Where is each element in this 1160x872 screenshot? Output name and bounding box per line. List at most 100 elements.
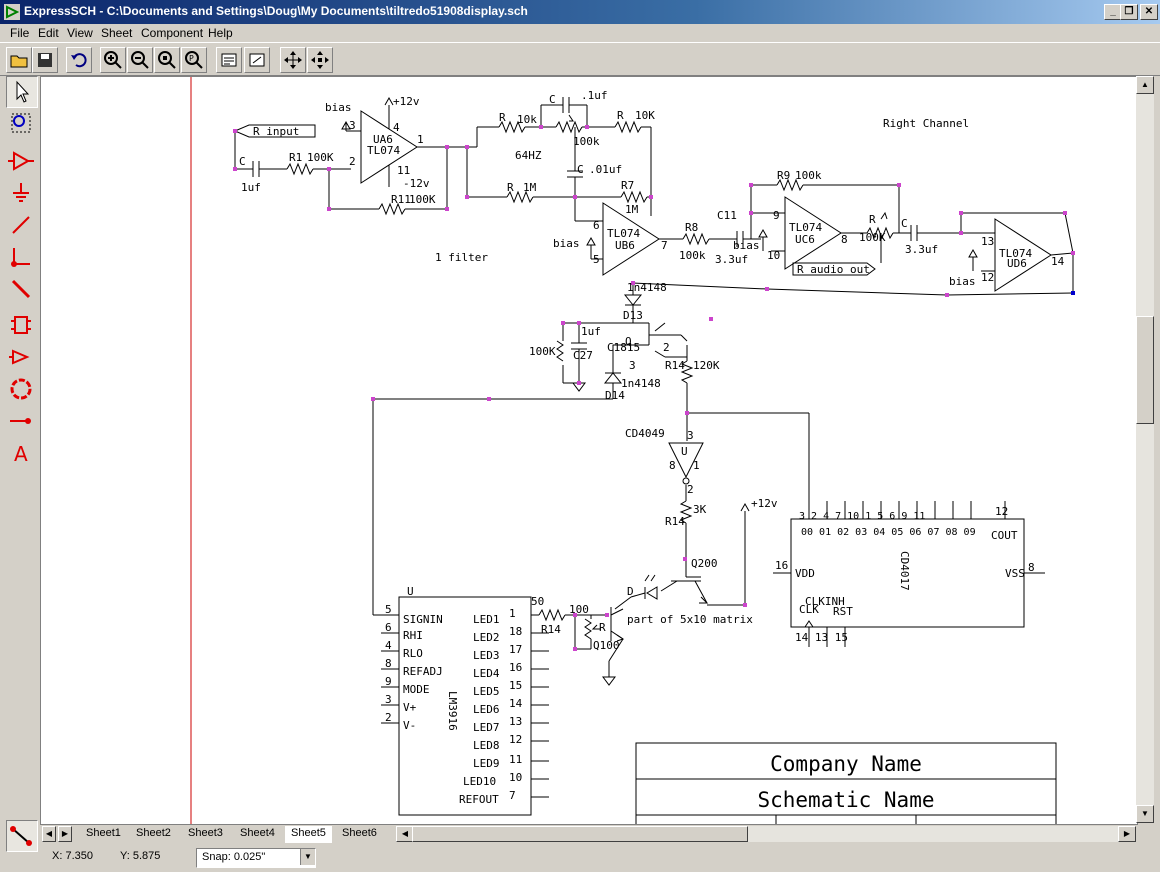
- tab-sheet5[interactable]: Sheet5: [285, 826, 332, 843]
- label-d14-value: 1n4148: [621, 377, 661, 390]
- label-r14-c: R14: [541, 623, 561, 636]
- menu-help[interactable]: Help: [208, 26, 233, 40]
- horizontal-scroll-thumb[interactable]: [412, 826, 748, 842]
- label-64hz: 64HZ: [515, 149, 542, 162]
- undo-button[interactable]: [66, 47, 92, 73]
- label-c3-value: .01uf: [589, 163, 622, 176]
- tool-junction-wire[interactable]: [6, 242, 36, 272]
- label-cd4017-top-pins: 3 2 4 7 10 1 5 6 9 11: [799, 511, 925, 522]
- tab-next-button[interactable]: ▶: [58, 826, 72, 842]
- close-button[interactable]: ✕: [1140, 4, 1158, 20]
- label-r11: R11: [391, 193, 411, 206]
- save-button[interactable]: [32, 47, 58, 73]
- move-button[interactable]: [307, 47, 333, 73]
- zoom-out-button[interactable]: [127, 47, 153, 73]
- zoom-area-icon: [158, 51, 176, 69]
- label-r8-value: 100k: [679, 249, 706, 262]
- label-lm3916: LM3916: [446, 691, 459, 731]
- menu-sheet[interactable]: Sheet: [101, 26, 133, 40]
- label-1-filter: 1 filter: [435, 251, 488, 264]
- schematic-canvas[interactable]: bias R input +12v 3 4 UA6 TL074 1 2 11 -…: [40, 76, 1138, 825]
- label-rpin13: 13: [509, 715, 522, 728]
- scroll-right-button[interactable]: ▶: [1118, 826, 1136, 842]
- chevron-down-icon[interactable]: ▼: [300, 849, 315, 865]
- vertical-scroll-thumb[interactable]: [1136, 316, 1154, 424]
- chip-icon: [11, 316, 31, 334]
- tool-zoom-select[interactable]: [6, 108, 36, 138]
- tool-palette: A: [4, 76, 38, 852]
- label-r-1m-value: 1M: [523, 181, 537, 194]
- label-pin11: 11: [397, 164, 410, 177]
- pin-icon: [10, 418, 31, 424]
- label-led10: LED10: [463, 775, 496, 788]
- label-u-lm: U: [407, 585, 414, 598]
- label-plus12-2: +12v: [751, 497, 778, 510]
- label-tl074: TL074: [367, 144, 400, 157]
- menu-file[interactable]: File: [10, 26, 30, 40]
- open-button[interactable]: [6, 47, 32, 73]
- zoom-area-button[interactable]: [154, 47, 180, 73]
- menu-edit[interactable]: Edit: [38, 26, 59, 40]
- scroll-down-button[interactable]: ▼: [1136, 805, 1154, 823]
- label-pin10: 10: [767, 249, 780, 262]
- label-r9: R9: [777, 169, 790, 182]
- tool-pointer[interactable]: [6, 76, 38, 108]
- menu-component[interactable]: Component: [141, 26, 204, 40]
- schematic-drawing: bias R input +12v 3 4 UA6 TL074 1 2 11 -…: [190, 77, 1075, 824]
- tool-pin[interactable]: [6, 406, 36, 436]
- label-lm-pin8: 8: [385, 657, 392, 670]
- tab-sheet3[interactable]: Sheet3: [188, 827, 223, 839]
- label-pin8-b: 8: [1028, 561, 1035, 574]
- label-pin13: 13: [981, 235, 994, 248]
- label-cd4017: CD4017: [898, 551, 911, 591]
- sheet-properties-button[interactable]: [216, 47, 242, 73]
- label-lm-pin4: 4: [385, 639, 392, 652]
- label-led9: LED9: [473, 757, 500, 770]
- tab-prev-button[interactable]: ◀: [42, 826, 56, 842]
- tool-bus[interactable]: [6, 274, 36, 304]
- label-mode: MODE: [403, 683, 430, 696]
- horizontal-scrollbar[interactable]: ◀ ▶: [396, 826, 1136, 842]
- label-pin4: 4: [393, 121, 400, 134]
- label-inv-pin8: 8: [669, 459, 676, 472]
- snap-select[interactable]: Snap: 0.025" ▼: [196, 848, 316, 868]
- label-rhi: RHI: [403, 629, 423, 642]
- tab-sheet6[interactable]: Sheet6: [342, 827, 377, 839]
- tab-sheet4[interactable]: Sheet4: [240, 827, 275, 839]
- restore-button[interactable]: ❐: [1120, 4, 1138, 20]
- label-pin6: 6: [593, 219, 600, 232]
- tool-component[interactable]: [6, 146, 36, 176]
- tool-ground[interactable]: [6, 178, 36, 208]
- label-signin: SIGNIN: [403, 613, 443, 626]
- label-led8: LED8: [473, 739, 500, 752]
- menu-view[interactable]: View: [67, 26, 93, 40]
- zoom-select-icon: [11, 113, 31, 133]
- tab-sheet2[interactable]: Sheet2: [136, 827, 171, 839]
- tool-port[interactable]: [6, 342, 36, 372]
- zoom-fit-button[interactable]: P: [181, 47, 207, 73]
- tool-circle[interactable]: [6, 374, 36, 404]
- label-pin5: 5: [593, 253, 600, 266]
- zoom-in-button[interactable]: [100, 47, 126, 73]
- scroll-left-button[interactable]: ◀: [396, 826, 414, 842]
- tab-sheet1[interactable]: Sheet1: [86, 827, 121, 839]
- vertical-scrollbar[interactable]: ▲ ▼: [1136, 76, 1154, 823]
- label-matrix: part of 5x10 matrix: [627, 613, 753, 626]
- label-pin3: 3: [349, 119, 356, 132]
- label-vdd: VDD: [795, 567, 815, 580]
- pan-button[interactable]: [280, 47, 306, 73]
- tool-chip[interactable]: [6, 310, 36, 340]
- label-vplus: V+: [403, 701, 417, 714]
- label-bias-2: bias: [553, 237, 580, 250]
- label-pin14: 14: [1051, 255, 1065, 268]
- label-ub6: UB6: [615, 239, 635, 252]
- tool-net-highlight[interactable]: [6, 820, 38, 852]
- label-r14-c-value: 50: [531, 595, 544, 608]
- label-refout: REFOUT: [459, 793, 499, 806]
- component-properties-button[interactable]: [244, 47, 270, 73]
- snap-label: Snap: 0.025": [202, 851, 266, 863]
- scroll-up-button[interactable]: ▲: [1136, 76, 1154, 94]
- tool-text[interactable]: A: [6, 438, 36, 468]
- tool-wire[interactable]: [6, 210, 36, 240]
- net-highlight-icon: [10, 826, 32, 846]
